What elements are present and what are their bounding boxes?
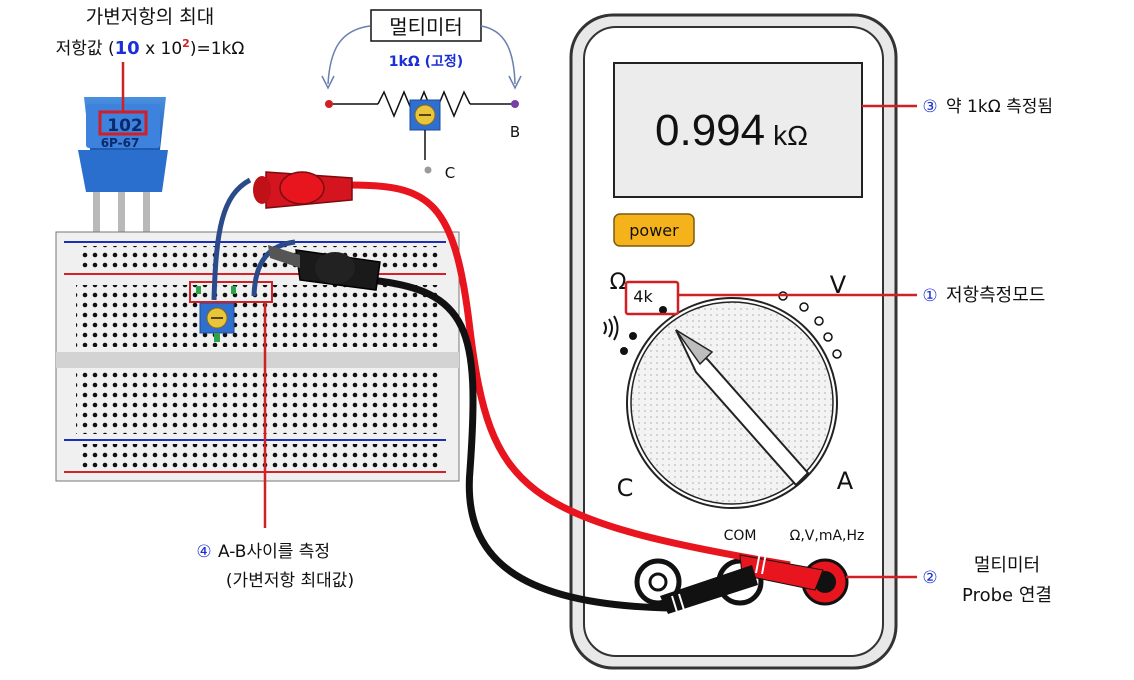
power-button-label: power (629, 221, 679, 240)
callout-4-number: ④ (196, 542, 211, 562)
callout-2-line2: Probe 연결 (962, 585, 1052, 606)
range-label: 4k (633, 287, 653, 306)
red-probe-plug (739, 554, 824, 591)
callout-3-text: 약 1kΩ 측정됨 (946, 97, 1053, 117)
schematic-value: 1kΩ (고정) (389, 53, 463, 70)
breadboard-center-gap (56, 352, 459, 368)
black-probe-wire (369, 276, 671, 612)
callout-2-line1: 멀티미터 (974, 555, 1040, 576)
resistor-title-line1: 가변저항의 최대 (86, 6, 214, 28)
dial-v-label: V (830, 271, 847, 299)
schematic-title: 멀티미터 (389, 15, 463, 39)
callout-1-number: ① (922, 286, 937, 306)
resistor-title-line2: 저항값 (10 x 102)=1kΩ (56, 37, 245, 59)
range-highlight-box (624, 280, 680, 316)
terminal-b-label: B (510, 123, 520, 141)
main-jack-label: Ω,V,mA,Hz (790, 528, 865, 544)
lcd-display (613, 62, 863, 198)
black-probe-clip (268, 245, 381, 291)
black-probe-plug (660, 565, 758, 614)
chip-sub-label: 6P-67 (101, 136, 140, 150)
callout-4-line1: A-B사이를 측정 (218, 542, 330, 562)
chip-code-label: 102 (107, 116, 143, 136)
callout-2-number: ② (922, 568, 937, 588)
terminal-a-dot (325, 100, 333, 108)
measure-points-highlight (189, 281, 273, 303)
terminal-b-dot (511, 100, 519, 108)
variable-resistor-photo: 102 6P-67 (78, 97, 168, 232)
schematic-title-box (370, 9, 482, 42)
callout-4-line2: (가변저항 최대값) (226, 571, 354, 591)
continuity-icon (603, 315, 619, 341)
red-probe-jumper-wire (211, 177, 252, 301)
callout-3-number: ③ (922, 97, 937, 117)
black-probe-jumper-wire (251, 239, 296, 297)
dial-a-label: A (837, 467, 854, 495)
terminal-c-label: C (445, 164, 455, 182)
schematic: 멀티미터 1kΩ (고정) B C (321, 9, 522, 182)
com-jack-label: COM (724, 528, 757, 544)
dial-c-label: C (617, 474, 634, 502)
terminal-c-dot (424, 166, 432, 174)
callout-1-text: 저항측정모드 (946, 285, 1045, 306)
power-button[interactable] (613, 213, 695, 247)
red-probe-clip (253, 171, 353, 209)
dial-ohm-label: Ω (610, 270, 627, 295)
red-probe-wire (349, 181, 791, 569)
